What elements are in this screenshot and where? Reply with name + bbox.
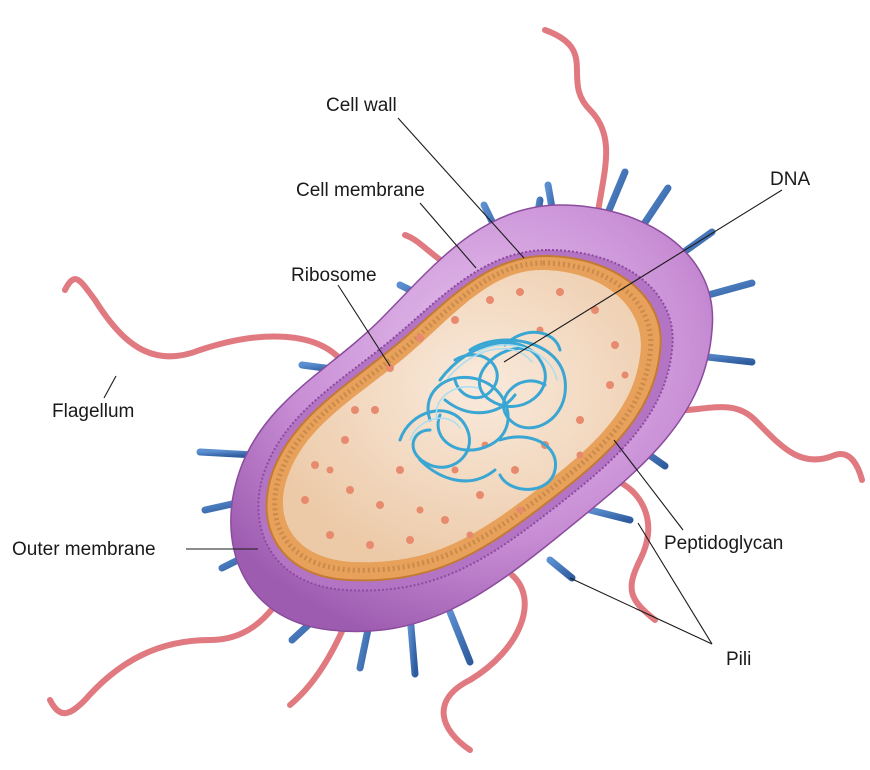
leader-pili-2: [570, 578, 712, 644]
label-ribosome: Ribosome: [291, 266, 377, 285]
flagellum-lower-right: [615, 480, 655, 620]
label-cell-membrane: Cell membrane: [296, 181, 425, 200]
label-flagellum: Flagellum: [52, 402, 134, 421]
flagellum-right: [655, 407, 862, 480]
cytoplasm: [283, 270, 641, 562]
label-cell-wall: Cell wall: [326, 96, 397, 115]
label-outer-membrane: Outer membrane: [12, 540, 156, 559]
leader-flagellum: [104, 376, 116, 398]
flagellum-left: [65, 279, 345, 365]
label-pili: Pili: [726, 650, 751, 669]
label-peptidoglycan: Peptidoglycan: [664, 534, 783, 553]
label-dna: DNA: [770, 170, 810, 189]
